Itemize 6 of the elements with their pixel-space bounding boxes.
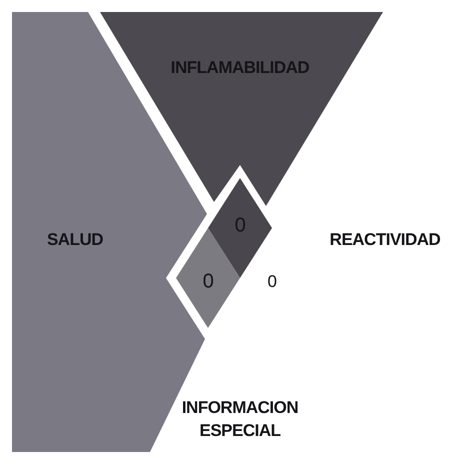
hazard-label: SALUD <box>46 230 104 250</box>
hazard-label: INFLAMABILIDAD <box>170 58 310 78</box>
rating-number: 0 <box>202 270 214 294</box>
hazard-label: INFORMACION ESPECIAL <box>180 397 300 442</box>
hazard-label: REACTIVIDAD <box>330 230 440 250</box>
rating-number: 0 <box>268 272 276 292</box>
